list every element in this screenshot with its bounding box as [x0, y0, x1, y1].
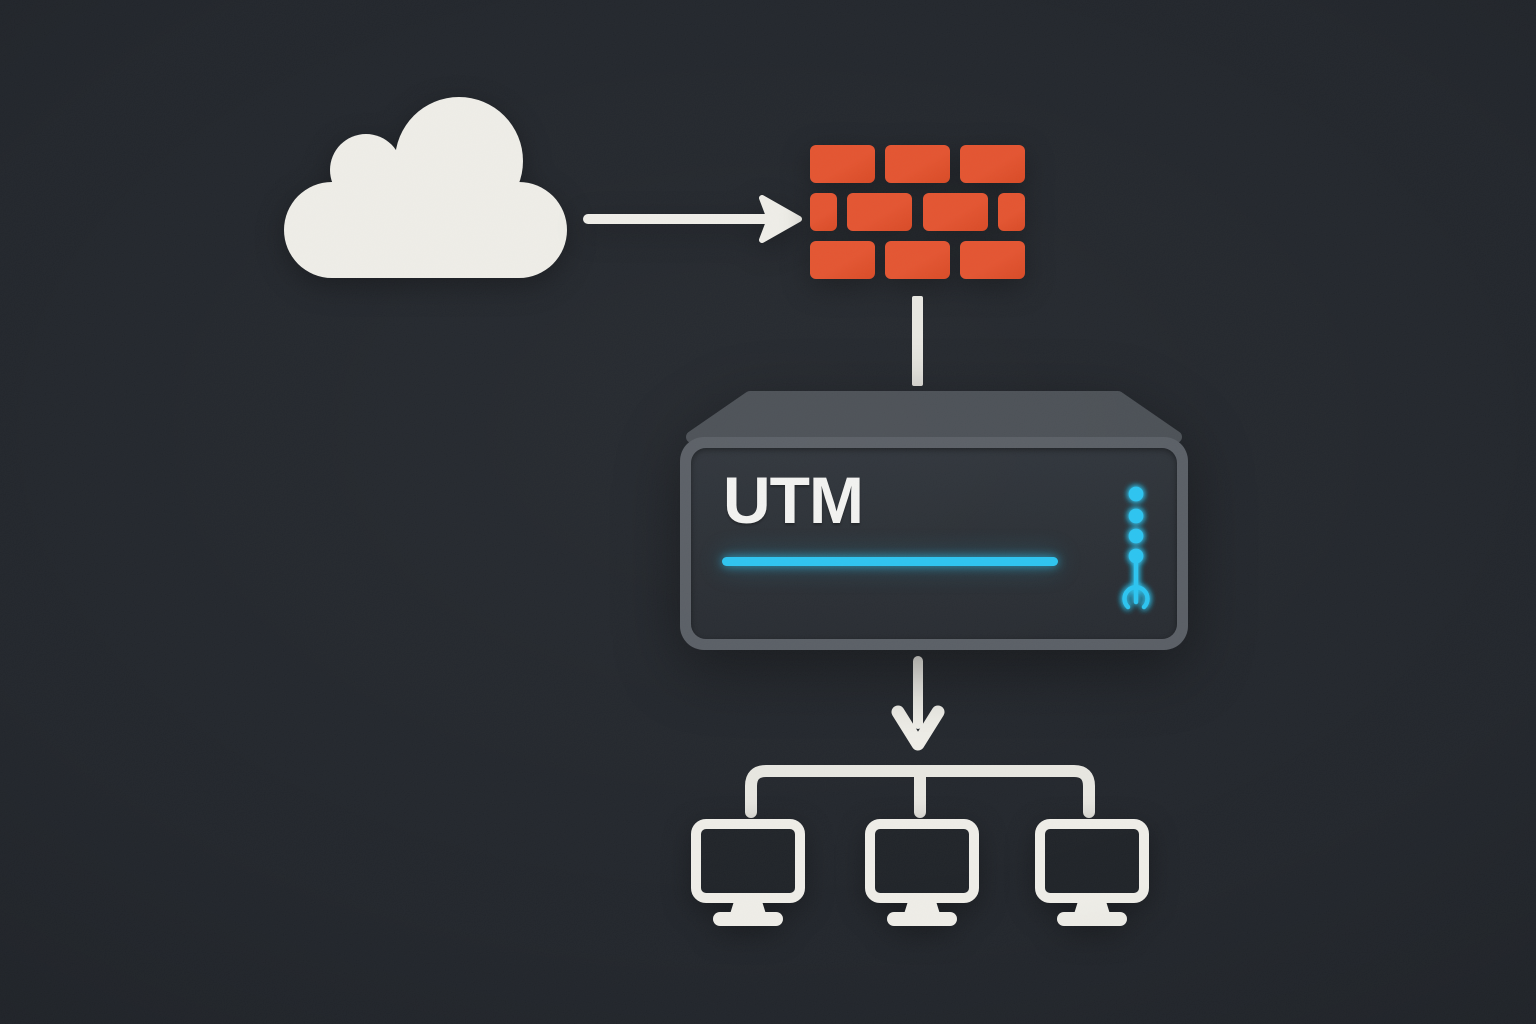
monitor-icon [691, 819, 805, 926]
monitor-icon [1035, 819, 1149, 926]
utm-appliance-front: UTM [680, 437, 1188, 650]
power-icon [1122, 561, 1150, 610]
monitor-icon [865, 819, 979, 926]
utm-led-indicator [1122, 486, 1150, 610]
arrow-down-icon [891, 656, 945, 751]
utm-appliance: UTM [680, 385, 1188, 650]
connector-firewall-to-utm [912, 296, 923, 386]
branch-connector [745, 765, 1095, 818]
led-dots [1128, 486, 1144, 564]
